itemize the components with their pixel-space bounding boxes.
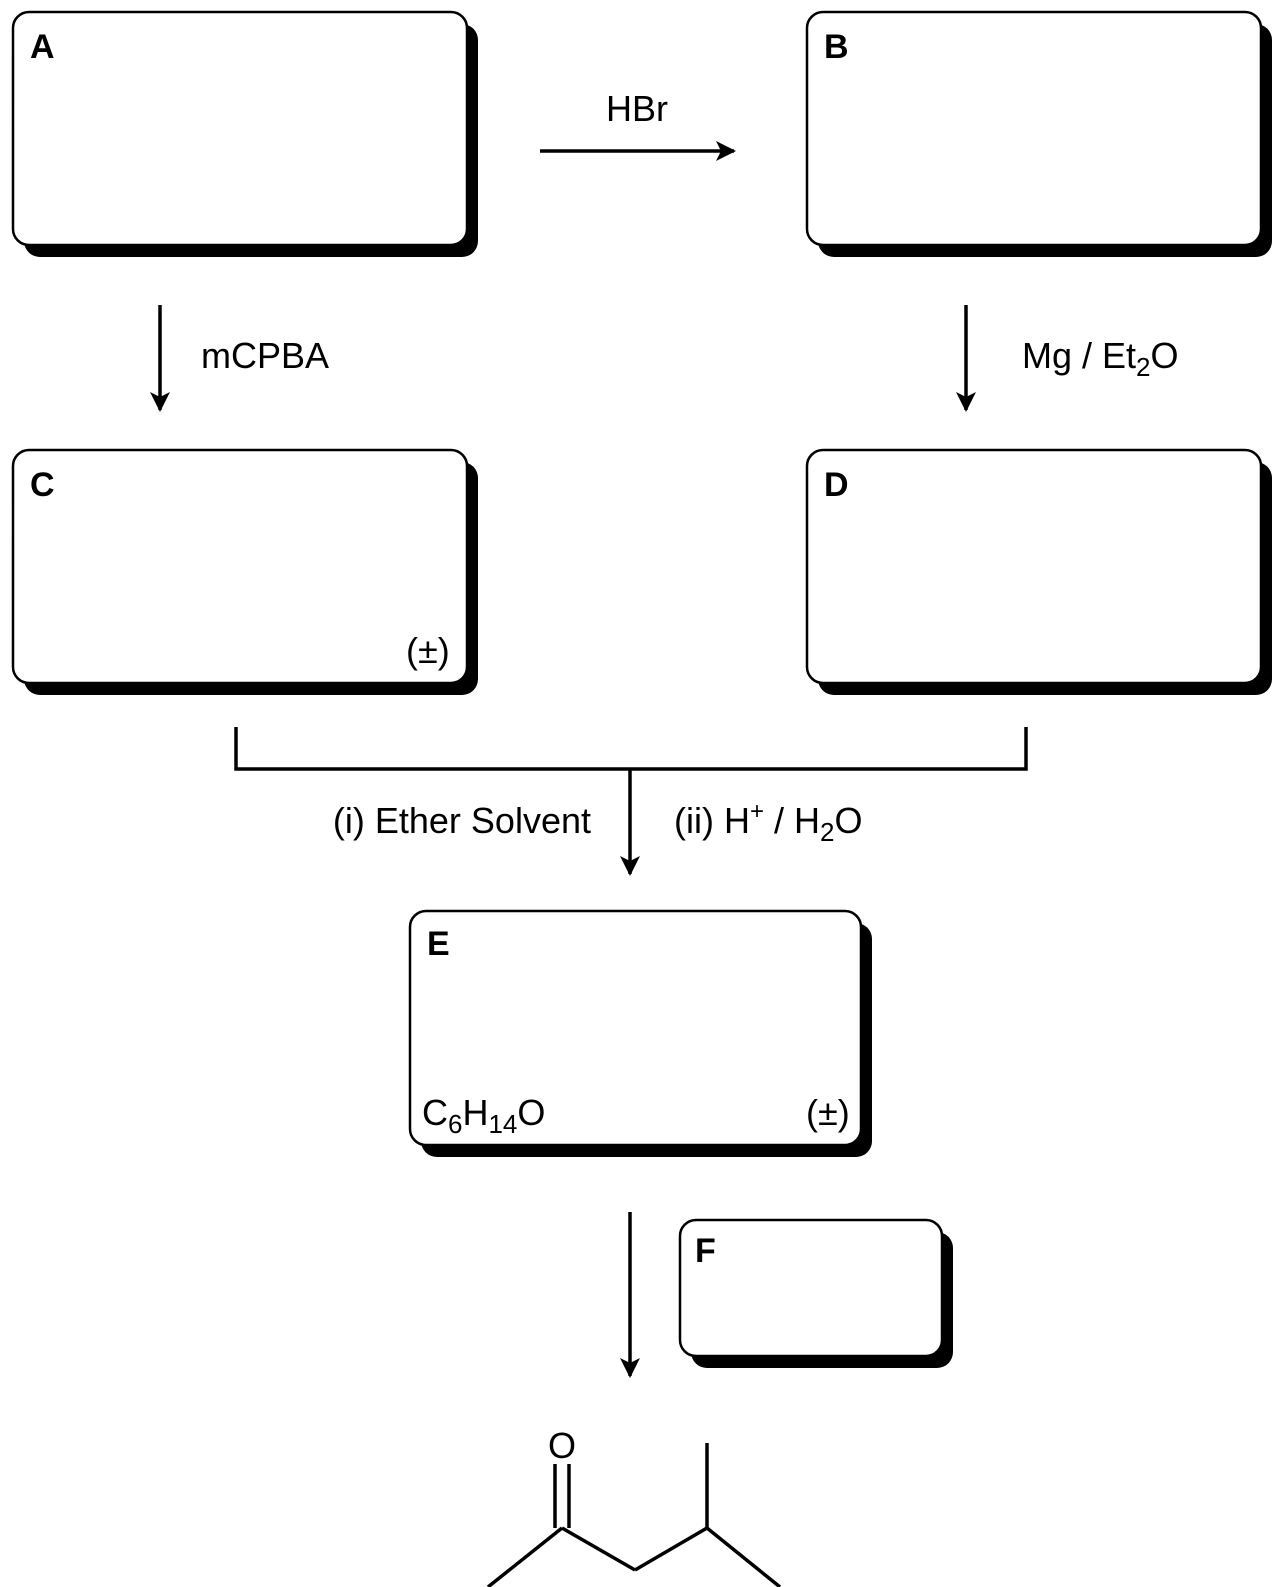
box-b: B xyxy=(805,10,1272,257)
box-e-formula: C6H14O xyxy=(422,1092,545,1139)
reagent-mcpba: mCPBA xyxy=(201,335,329,376)
reagent-hbr: HBr xyxy=(606,88,668,129)
box-a: A xyxy=(11,10,478,257)
oxygen-atom: O xyxy=(548,1425,576,1466)
box-a-label: A xyxy=(30,28,55,66)
product-structure: O xyxy=(486,1425,782,1587)
box-f: F xyxy=(678,1218,953,1368)
box-d: D xyxy=(805,448,1272,695)
box-d-label: D xyxy=(824,466,849,504)
combine-bracket xyxy=(234,727,1028,771)
box-c-label: C xyxy=(30,466,55,504)
bond-methyl xyxy=(486,1526,564,1587)
bond-methyl-end xyxy=(705,1526,782,1587)
box-e-stereo: (±) xyxy=(806,1092,850,1133)
box-e-label: E xyxy=(427,925,450,963)
reagent-ether-solvent: (i) Ether Solvent xyxy=(333,800,591,841)
reagent-acid-water: (ii) H+ / H2O xyxy=(674,798,863,847)
reagent-mg-ether: Mg / Et2O xyxy=(1022,335,1179,382)
box-e: E C6H14O (±) xyxy=(408,909,872,1157)
box-f-label: F xyxy=(695,1232,716,1270)
box-c: C (±) xyxy=(11,448,478,695)
box-b-label: B xyxy=(824,28,849,66)
box-c-stereo: (±) xyxy=(406,630,450,671)
bond-ch xyxy=(634,1526,708,1572)
bond-ch2 xyxy=(561,1526,636,1572)
